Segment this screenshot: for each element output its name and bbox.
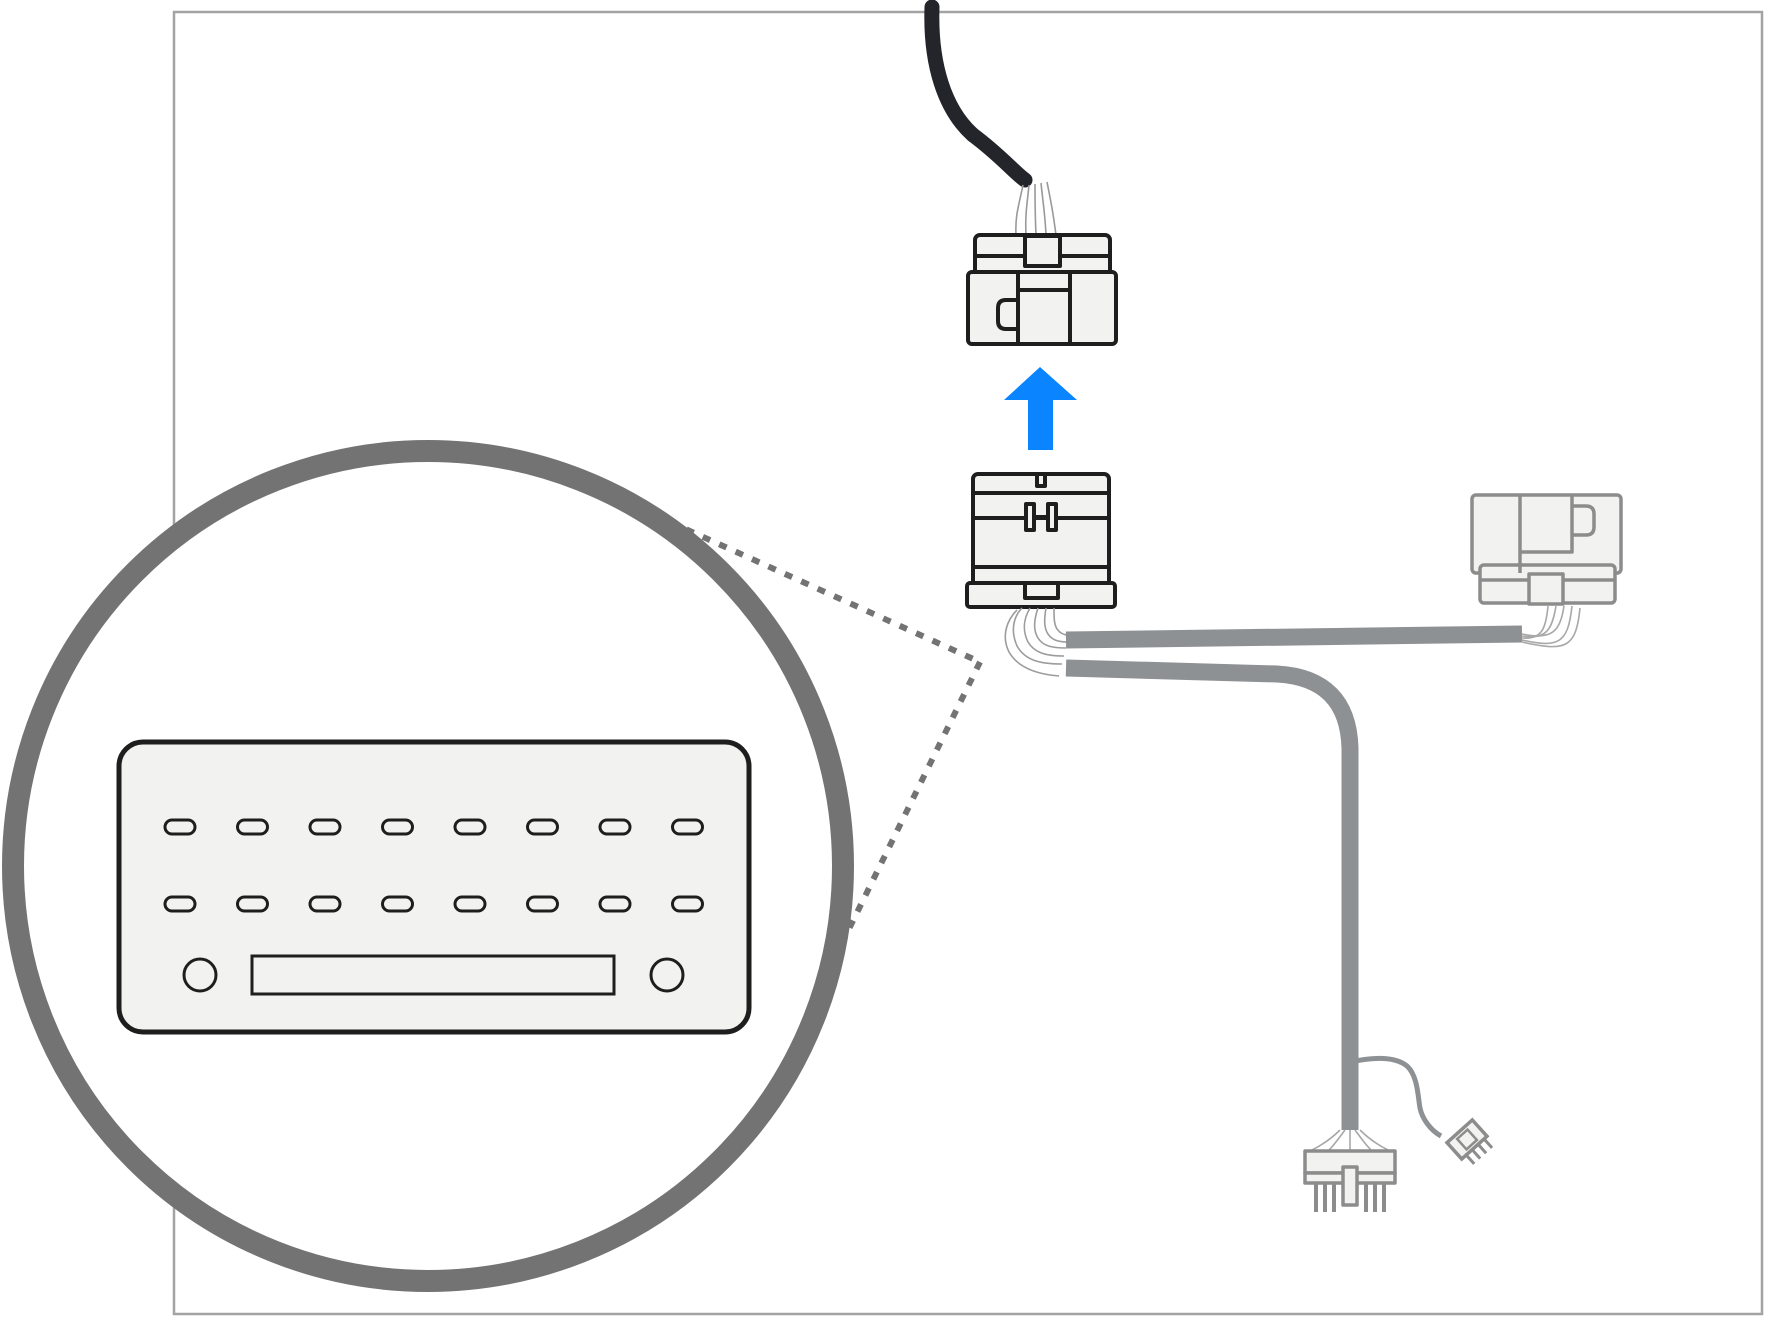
connector-pin [308,818,342,836]
connector-pin [526,895,559,913]
vehicle-connector [966,233,1118,346]
vehicle-cable [924,0,1057,236]
connector-pin [671,818,704,836]
harness-secondary-connector [1470,493,1623,606]
harness-branch-lower [1065,659,1359,1130]
harness-wire-bundle [1004,607,1069,677]
connector-pin [453,895,487,913]
harness-cable [1065,625,1523,1139]
harness-branch-upper [1065,625,1523,649]
harness-bottom-connector [1303,1129,1397,1212]
sensor-plug [1444,1117,1494,1165]
connector-pin [671,895,704,913]
pin-grid [163,818,704,913]
callout-line-lower [843,660,983,937]
connector-pin [163,818,197,836]
connector-pin [453,818,487,836]
connector-pin [236,895,269,913]
connector-pin [308,895,342,913]
connector-pin [598,895,632,913]
connector-pin [163,895,197,913]
mounting-hole-right [649,957,685,993]
callout-line-upper [668,519,982,665]
vehicle-cable-wires [1015,181,1057,236]
arrow-up-icon [1004,367,1077,450]
connector-pin [598,818,632,836]
harness-sensor-lead [1349,1055,1443,1139]
key-slot [250,954,616,996]
connector-pin [381,895,414,913]
secondary-connector-wires [1521,605,1581,648]
mounting-hole-left [182,957,218,993]
connector-face-detail [116,739,752,1035]
zoom-lens-ring [2,440,854,1292]
connector-pin [381,818,414,836]
connector-pin [526,818,559,836]
harness-main-connector [965,472,1117,609]
connector-pin [236,818,269,836]
